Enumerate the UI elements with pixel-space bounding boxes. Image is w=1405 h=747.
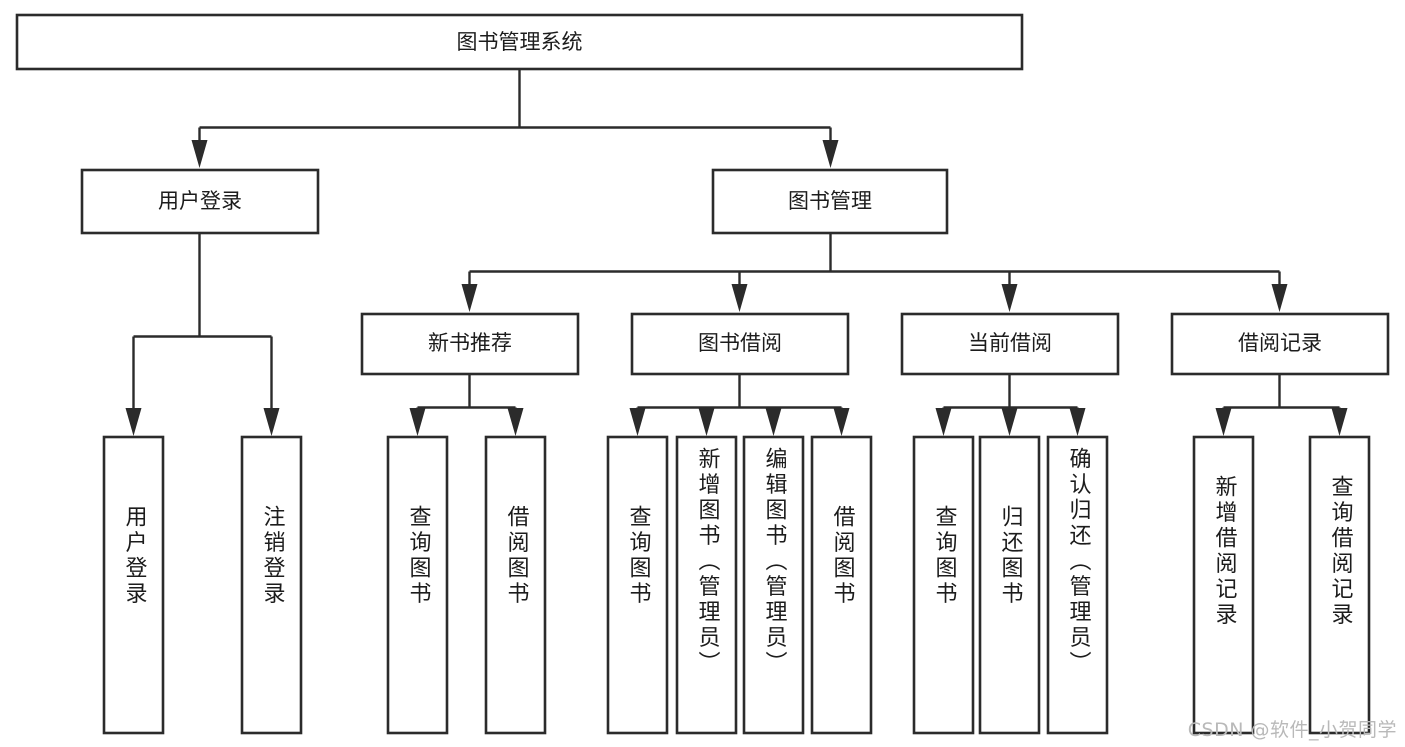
node-leaf-query-book-2[interactable] [606,435,669,735]
arrow-to-leaf-query-book-2 [629,408,646,436]
node-leaf-user-login[interactable] [102,435,165,735]
node-leaf-user-logout[interactable] [240,435,303,735]
arrow-to-current-borrow [1001,284,1018,312]
arrow-to-borrow-record [1271,284,1288,312]
node-leaf-query-book-3[interactable] [912,435,975,735]
node-current-borrow-label: 当前借阅 [968,331,1052,355]
arrow-to-leaf-user-logout [263,408,280,436]
arrow-to-leaf-confirm-return [1069,408,1086,436]
node-root[interactable] [15,13,1024,71]
node-borrow-record[interactable] [1170,312,1390,376]
node-leaf-query-book-1[interactable] [386,435,449,735]
arrow-to-leaf-return-book [1001,408,1018,436]
node-leaf-confirm-return[interactable] [1046,435,1109,735]
connector-layer [125,69,1348,436]
node-new-book-rec-label: 新书推荐 [428,331,512,355]
node-leaf-borrow-book-1[interactable] [484,435,547,735]
csdn-watermark: CSDN @软件_小贺同学 [1187,719,1397,741]
arrow-to-book-manage [822,140,839,168]
arrow-to-book-borrow [731,284,748,312]
arrow-to-leaf-borrow-book-2 [833,408,850,436]
node-book-borrow-label: 图书借阅 [698,331,782,355]
node-leaf-return-book[interactable] [978,435,1041,735]
node-leaf-add-record[interactable] [1192,435,1255,735]
node-layer: 图书管理系统 用户登录 图书管理 新书推荐 图书借阅 当前借阅 借阅记录 [15,13,1390,735]
node-leaf-borrow-book-2[interactable] [810,435,873,735]
node-book-borrow[interactable] [630,312,850,376]
arrow-to-leaf-query-record [1331,408,1348,436]
arrow-to-leaf-user-login [125,408,142,436]
node-user-login-label: 用户登录 [158,189,242,213]
node-leaf-edit-book[interactable] [742,435,805,735]
arrow-to-leaf-query-book-3 [935,408,952,436]
node-book-manage-label: 图书管理 [788,189,872,213]
arrow-to-user-login [191,140,208,168]
node-book-manage[interactable] [711,168,949,235]
arrow-to-leaf-borrow-book-1 [507,408,524,436]
node-leaf-query-record[interactable] [1308,435,1371,735]
arrow-to-leaf-query-book-1 [409,408,426,436]
node-leaf-add-book[interactable] [675,435,738,735]
arrow-to-leaf-add-book [698,408,715,436]
node-user-login[interactable] [80,168,320,235]
arrow-to-leaf-add-record [1215,408,1232,436]
node-new-book-rec[interactable] [360,312,580,376]
node-borrow-record-label: 借阅记录 [1238,331,1322,355]
arrow-to-leaf-edit-book [765,408,782,436]
node-root-label: 图书管理系统 [457,30,583,54]
arrow-to-new-book-rec [461,284,478,312]
node-current-borrow[interactable] [900,312,1120,376]
